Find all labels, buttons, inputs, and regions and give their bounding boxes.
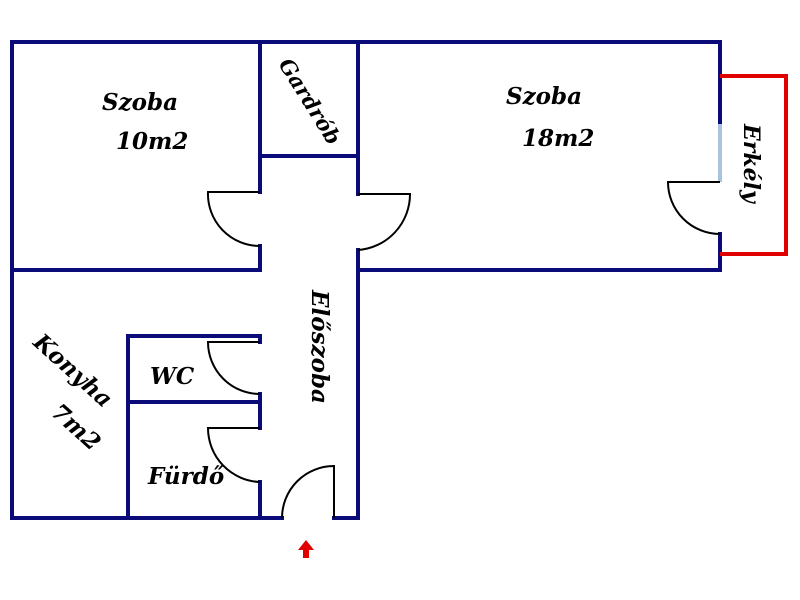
door-balcony bbox=[666, 181, 721, 235]
walls bbox=[10, 40, 722, 520]
room-label-szoba-large-name: Szoba bbox=[506, 83, 582, 110]
room-label-szoba-large-area: 18m2 bbox=[522, 125, 594, 152]
door-wc bbox=[206, 341, 261, 395]
room-label-konyha-name: Konyha bbox=[27, 328, 118, 413]
balcony-outline bbox=[720, 74, 788, 256]
door-furdo bbox=[206, 427, 261, 483]
door-small-room bbox=[206, 191, 261, 247]
door-entrance bbox=[281, 464, 335, 519]
up-arrow-icon bbox=[298, 540, 314, 558]
room-label-eloszoba: Előszoba bbox=[306, 289, 333, 404]
room-label-furdo: Fürdő bbox=[147, 463, 224, 490]
room-label-gardrob: Gardrób bbox=[274, 53, 347, 149]
room-label-erkely: Erkély bbox=[738, 123, 764, 205]
doors bbox=[206, 181, 721, 519]
door-large-room bbox=[357, 193, 412, 251]
room-label-szoba-small-area: 10m2 bbox=[116, 128, 188, 155]
room-label-wc: WC bbox=[150, 363, 195, 390]
room-label-szoba-small-name: Szoba bbox=[102, 89, 178, 116]
